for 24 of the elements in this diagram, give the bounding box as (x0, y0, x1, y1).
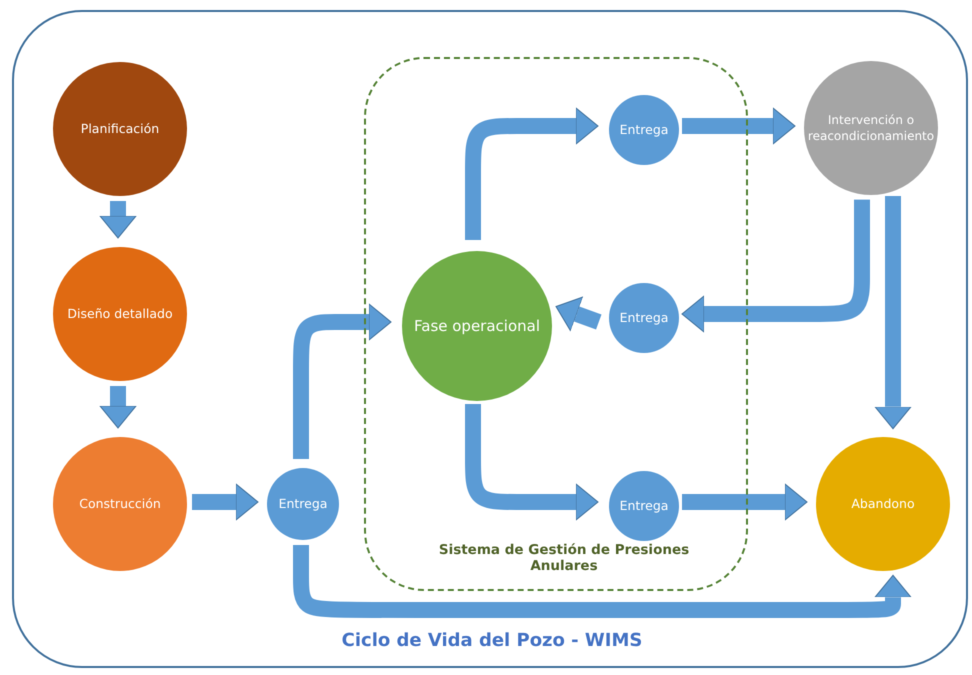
frame-label: Ciclo de Vida del Pozo - WIMS (340, 630, 644, 651)
node-label: Fase operacional (413, 316, 541, 336)
block-arrow (465, 404, 598, 520)
node-label: Diseño detallado (66, 306, 174, 322)
block-arrow (556, 296, 602, 332)
block-arrow (465, 108, 598, 240)
block-arrow (293, 542, 912, 618)
node-label: Intervención o reacondicionamiento (806, 112, 936, 144)
block-arrow (192, 484, 258, 520)
block-arrow (100, 201, 136, 238)
dashed-group-boundary (364, 57, 748, 591)
block-arrow (100, 386, 136, 428)
node-label: Entrega (618, 498, 670, 514)
group-label: Sistema de Gestión de Presiones Anulares (438, 542, 690, 574)
node-label: Entrega (278, 496, 328, 512)
block-arrow (682, 108, 796, 144)
node-label: Entrega (618, 122, 670, 138)
node-label: Planificación (80, 120, 160, 138)
node-label: Construcción (78, 496, 162, 512)
node-label: Entrega (618, 310, 670, 326)
block-arrow (682, 484, 808, 520)
outer-frame (12, 10, 968, 668)
node-label: Abandono (850, 496, 916, 512)
block-arrow (293, 304, 392, 459)
